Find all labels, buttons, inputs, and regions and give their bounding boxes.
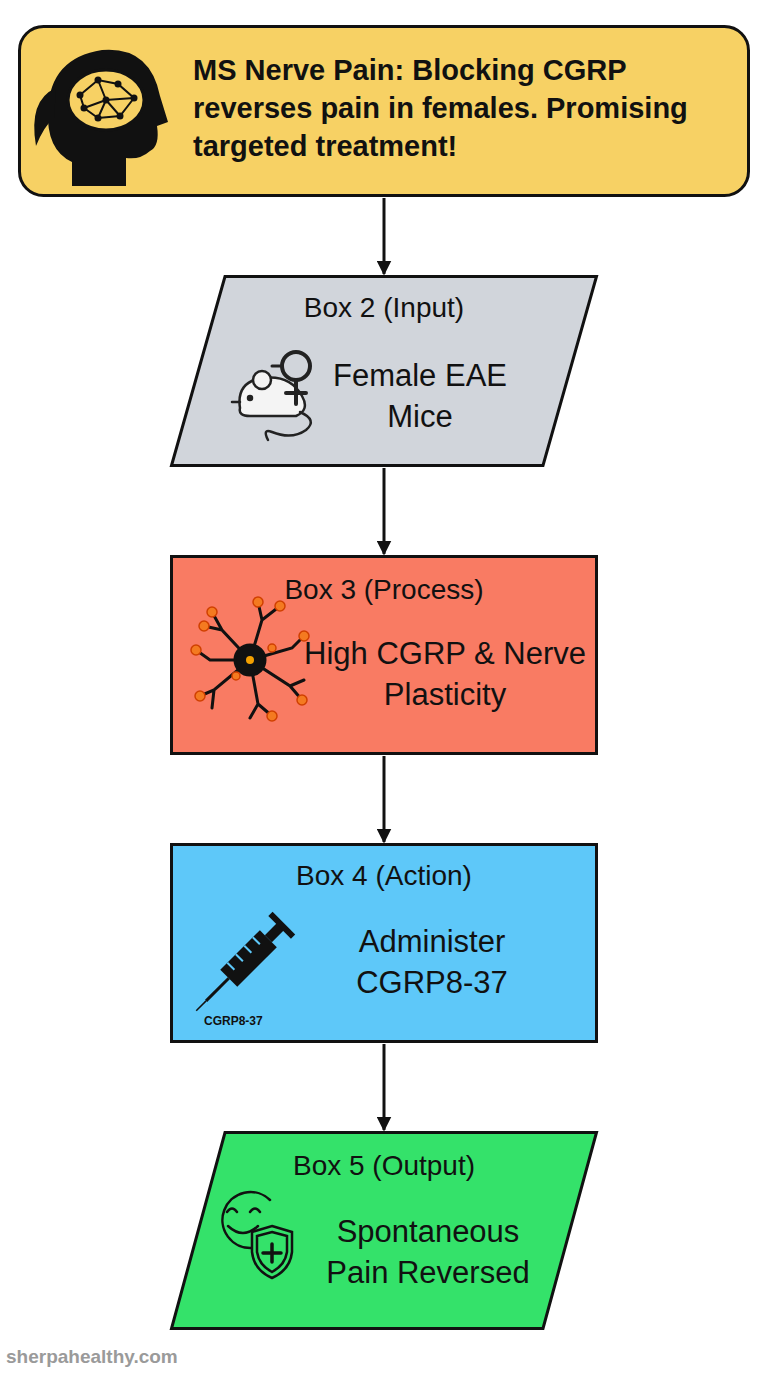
box-heading: Box 4 (Action) [296, 859, 472, 893]
io-parallelogram: Box 2 (Input) Female EAE Mice [170, 275, 598, 467]
io-parallelogram: Box 5 (Output) Spontaneous Pain Reversed [170, 1131, 598, 1330]
syringe-icon [185, 912, 295, 1022]
box-text: Spontaneous Pain Reversed [303, 1211, 553, 1293]
box-heading: Box 3 (Process) [284, 573, 483, 607]
box-text: Female EAE Mice [325, 355, 515, 437]
title-box: MS Nerve Pain: Blocking CGRP reverses pa… [18, 25, 750, 197]
neuron-icon [191, 597, 309, 721]
smiley-shield-icon [222, 1192, 292, 1278]
box-text: Administer CGRP8-37 [317, 921, 547, 1003]
brain-head-icon [34, 50, 168, 186]
flow-arrow [383, 198, 386, 274]
flow-arrow [383, 756, 386, 842]
headline-text: MS Nerve Pain: Blocking CGRP reverses pa… [193, 51, 723, 165]
flow-arrow [383, 468, 386, 554]
box-heading: Box 2 (Input) [304, 291, 464, 325]
box-text: High CGRP & Nerve Plasticity [300, 633, 590, 715]
watermark: sherpahealthy.com [6, 1346, 178, 1368]
process-box: Box 4 (Action) Administer CGRP8-37 [170, 843, 598, 1043]
box-heading: Box 5 (Output) [293, 1149, 475, 1183]
mouse-icon [232, 352, 311, 440]
syringe-label: CGRP8-37 [204, 1014, 263, 1028]
process-box: Box 3 (Process) High CGRP & Nerve Plastic… [170, 555, 598, 755]
flow-arrow [383, 1044, 386, 1130]
